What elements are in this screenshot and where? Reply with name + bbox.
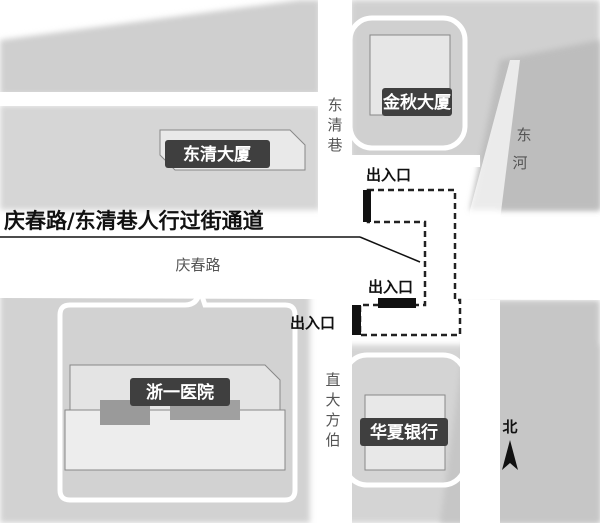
map-title: 庆春路/东清巷人行过街通道 <box>4 209 264 233</box>
building-jinqiu: 金秋大厦 <box>369 34 452 116</box>
entrance-north-label: 出入口 <box>366 166 411 184</box>
north-arrow-icon: 北 <box>502 418 518 470</box>
zhida-label-3: 方 <box>325 411 340 429</box>
zhida-label-2: 大 <box>325 391 340 409</box>
compass-label: 北 <box>502 418 517 436</box>
building-zheyi: 浙一医院 <box>64 364 286 471</box>
building-huaxia-label: 华夏银行 <box>370 422 438 443</box>
entrance-south-lower-label: 出入口 <box>290 314 335 332</box>
qingchun-road-label: 庆春路 <box>175 256 220 274</box>
zhida-label-4: 伯 <box>325 431 340 449</box>
building-jinqiu-label: 金秋大厦 <box>382 92 452 113</box>
entrance-south-upper-label: 出入口 <box>368 278 413 296</box>
building-dongqing: 东清大厦 <box>159 129 306 171</box>
building-dongqing-label: 东清大厦 <box>183 144 252 165</box>
building-huaxia: 华夏银行 <box>360 394 448 471</box>
title-group: 庆春路/东清巷人行过街通道 <box>0 209 421 263</box>
donghe-label-1: 东 <box>516 126 531 144</box>
zhida-label-1: 直 <box>325 371 340 389</box>
building-zheyi-label: 浙一医院 <box>146 382 214 403</box>
entrance-north-marker <box>363 190 371 222</box>
dongqing-lane-label-2: 清 <box>327 116 342 134</box>
entrance-south-upper-marker <box>378 298 416 308</box>
street-labels: 庆春路 东 清 巷 东 河 直 大 方 伯 <box>175 96 531 449</box>
entrance-south-lower-marker <box>352 305 361 335</box>
dongqing-lane-label-3: 巷 <box>327 136 342 154</box>
entrance-labels: 出入口 出入口 出入口 <box>290 166 413 332</box>
dongqing-lane-label-1: 东 <box>327 96 342 114</box>
underpass-route <box>352 188 462 337</box>
block-outlines <box>57 15 468 503</box>
donghe-label-2: 河 <box>512 154 527 172</box>
